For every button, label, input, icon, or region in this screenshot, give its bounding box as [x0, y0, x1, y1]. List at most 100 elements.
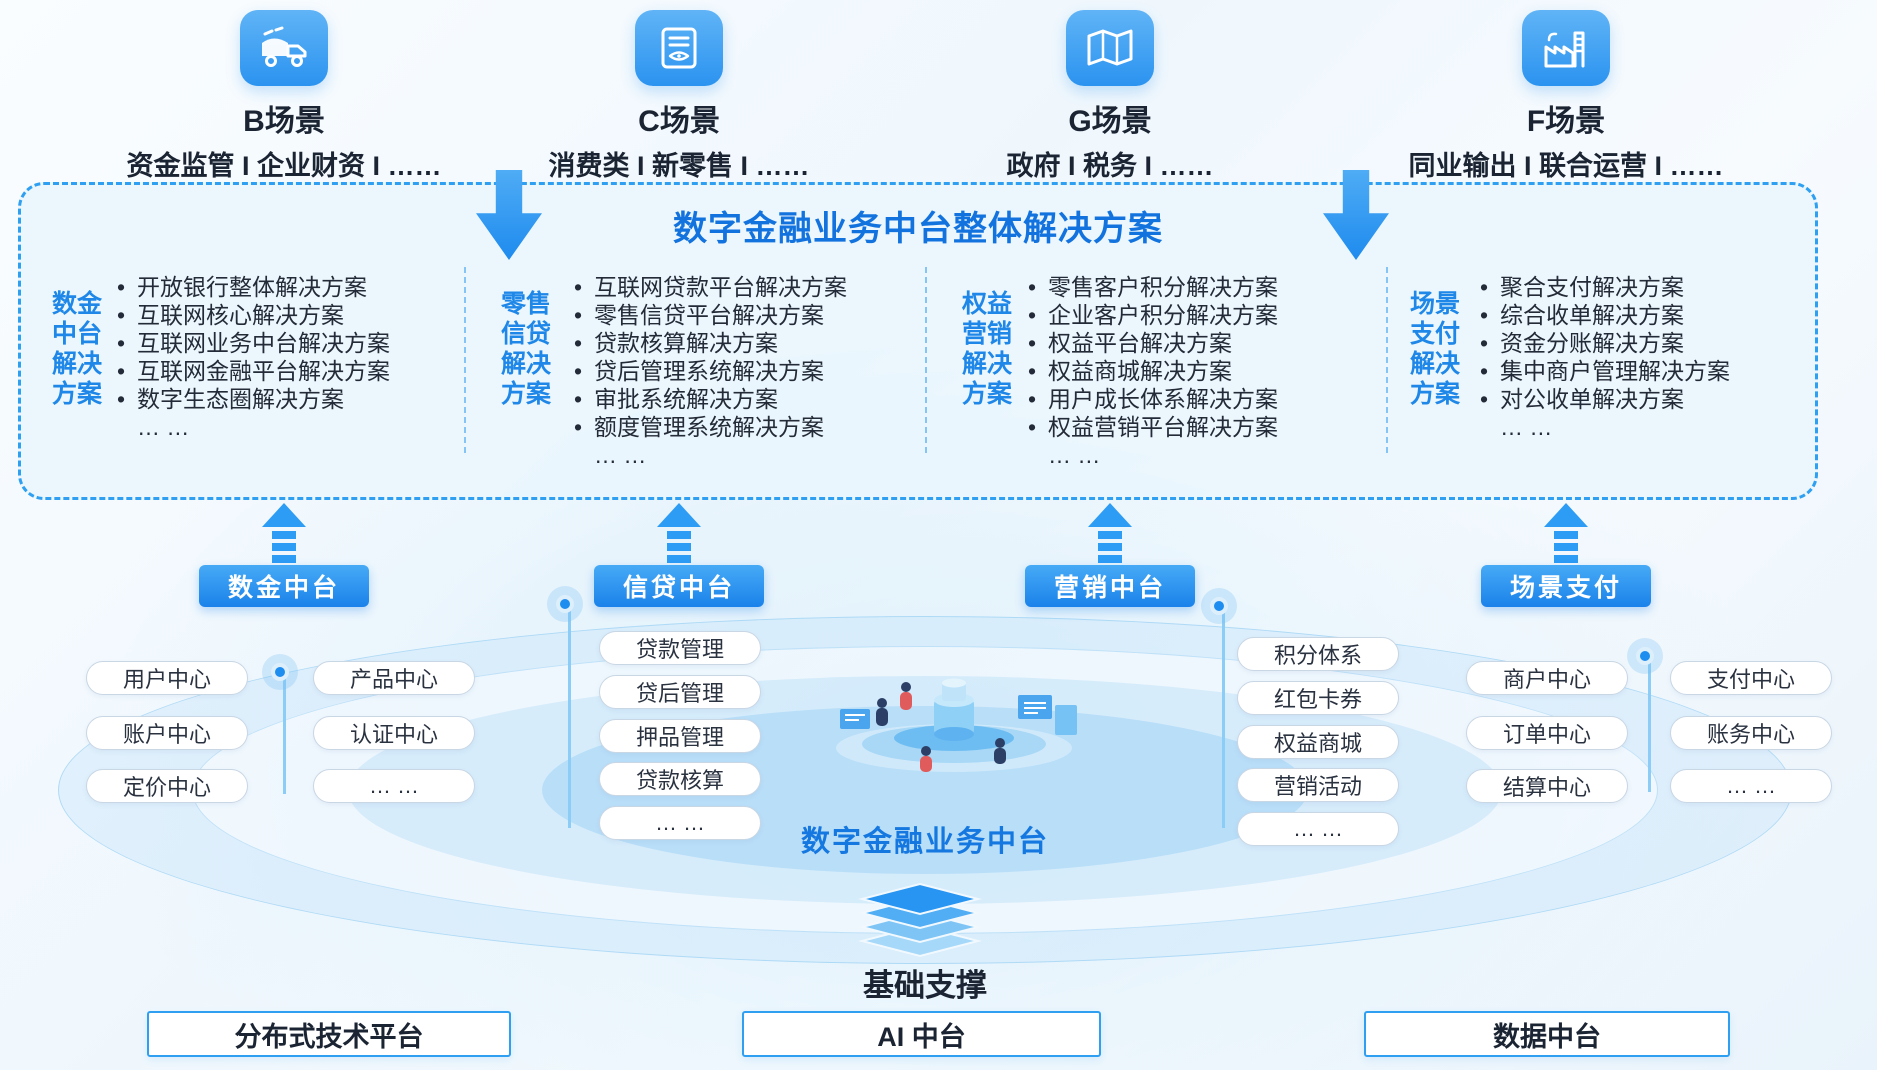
solution-column-label: 权益 营销 解决 方案: [959, 289, 1015, 409]
module-pill: … …: [599, 806, 761, 840]
solution-item: 额度管理系统解决方案: [572, 413, 847, 441]
scenario-f: F场景 同业输出 I 联合运营 I ……: [1326, 10, 1806, 183]
foundation-box-ai-platform: AI 中台: [742, 1011, 1101, 1057]
solution-column-label: 数金 中台 解决 方案: [49, 289, 105, 409]
scenario-subtitle: 同业输出 I 联合运营 I ……: [1408, 151, 1724, 181]
receipt-icon: [635, 10, 723, 86]
label-line: 中台: [51, 320, 102, 348]
solution-item: 集中商户管理解决方案: [1478, 357, 1730, 385]
label-line: 场景: [1409, 290, 1460, 318]
connector-line: [283, 676, 286, 794]
foundation-label: 基础支撑: [863, 968, 987, 1003]
label-line: 方案: [1409, 380, 1460, 408]
solution-item: 对公收单解决方案: [1478, 385, 1730, 413]
module-pill: 订单中心: [1466, 716, 1628, 750]
module-pill: 红包卡券: [1237, 681, 1399, 715]
solution-list: 零售客户积分解决方案 企业客户积分解决方案 权益平台解决方案 权益商城解决方案 …: [1026, 273, 1278, 469]
module-pill: 账户中心: [86, 716, 248, 750]
solution-panel: 数字金融业务中台整体解决方案 数金 中台 解决 方案 开放银行整体解决方案 互联…: [18, 182, 1818, 500]
scenario-title: C场景: [638, 105, 720, 138]
label-line: 解决: [51, 350, 102, 378]
solution-item: 综合收单解决方案: [1478, 301, 1730, 329]
tag-changjing-zhifu: 场景支付: [1481, 565, 1651, 607]
up-arrow: [262, 503, 306, 563]
solution-item: 互联网业务中台解决方案: [115, 329, 390, 357]
solution-panel-title: 数字金融业务中台整体解决方案: [673, 210, 1163, 248]
solution-item: 聚合支付解决方案: [1478, 273, 1730, 301]
solution-item: 贷后管理系统解决方案: [572, 357, 847, 385]
solution-item: 权益商城解决方案: [1026, 357, 1278, 385]
label-line: 信贷: [500, 320, 551, 348]
module-pill: 权益商城: [1237, 725, 1399, 759]
module-pill: 营销活动: [1237, 768, 1399, 802]
solution-item: 企业客户积分解决方案: [1026, 301, 1278, 329]
connector-dot: [1210, 597, 1228, 615]
tag-xindai-zhongtai: 信贷中台: [594, 565, 764, 607]
module-pill: 结算中心: [1466, 769, 1628, 803]
solution-item: 互联网核心解决方案: [115, 301, 390, 329]
scenario-title: G场景: [1068, 105, 1152, 138]
connector-dot: [556, 595, 574, 613]
label-line: 方案: [500, 380, 551, 408]
module-pill: 账务中心: [1670, 716, 1832, 750]
module-pill: 积分体系: [1237, 637, 1399, 671]
module-pill: 用户中心: [86, 661, 248, 695]
module-pill: 贷后管理: [599, 675, 761, 709]
module-pill: 支付中心: [1670, 661, 1832, 695]
solution-item-more: … …: [594, 442, 647, 468]
label-line: 解决: [961, 350, 1012, 378]
solution-item: 权益营销平台解决方案: [1026, 413, 1278, 441]
tag-yingxiao-zhongtai: 营销中台: [1025, 565, 1195, 607]
module-pill: … …: [1237, 812, 1399, 846]
solution-list: 开放银行整体解决方案 互联网核心解决方案 互联网业务中台解决方案 互联网金融平台…: [115, 273, 390, 441]
scenario-subtitle: 资金监管 I 企业财资 I ……: [126, 151, 442, 181]
solution-item: 零售客户积分解决方案: [1026, 273, 1278, 301]
foundation-box-distributed-platform: 分布式技术平台: [147, 1011, 511, 1057]
solution-list: 互联网贷款平台解决方案 零售信贷平台解决方案 贷款核算解决方案 贷后管理系统解决…: [572, 273, 847, 469]
module-pill: … …: [313, 769, 475, 803]
scenario-c: C场景 消费类 I 新零售 I ……: [439, 10, 919, 183]
label-line: 方案: [51, 380, 102, 408]
label-line: 权益: [961, 290, 1012, 318]
map-icon: [1066, 10, 1154, 86]
solution-column-label: 零售 信贷 解决 方案: [498, 289, 554, 409]
module-pill: … …: [1670, 769, 1832, 803]
scenario-title: B场景: [243, 105, 325, 138]
up-arrow: [1088, 503, 1132, 563]
connector-dot: [271, 663, 289, 681]
module-pill: 产品中心: [313, 661, 475, 695]
connector-dot: [1636, 647, 1654, 665]
label-line: 数金: [51, 290, 102, 318]
column-divider: [1386, 267, 1388, 453]
solution-item: 权益平台解决方案: [1026, 329, 1278, 357]
foundation-box-data-platform: 数据中台: [1364, 1011, 1730, 1057]
connector-line: [1648, 660, 1651, 792]
column-divider: [464, 267, 466, 453]
center-platform-label: 数字金融业务中台: [800, 826, 1049, 858]
connector-line: [568, 608, 571, 828]
truck-icon: [240, 10, 328, 86]
solution-list: 聚合支付解决方案 综合收单解决方案 资金分账解决方案 集中商户管理解决方案 对公…: [1478, 273, 1730, 441]
label-line: 支付: [1409, 320, 1460, 348]
scenario-g: G场景 政府 I 税务 I ……: [870, 10, 1350, 183]
solution-item: 审批系统解决方案: [572, 385, 847, 413]
solution-item-more: … …: [137, 414, 190, 440]
solution-item: 用户成长体系解决方案: [1026, 385, 1278, 413]
module-pill: 贷款核算: [599, 762, 761, 796]
column-divider: [925, 267, 927, 453]
label-line: 解决: [1409, 350, 1460, 378]
platform-illustration: [822, 645, 1087, 785]
scenario-subtitle: 消费类 I 新零售 I ……: [548, 151, 810, 181]
solution-item-more: … …: [1048, 442, 1101, 468]
label-line: 解决: [500, 350, 551, 378]
solution-column-label: 场景 支付 解决 方案: [1407, 289, 1463, 409]
solution-item: 零售信贷平台解决方案: [572, 301, 847, 329]
label-line: 方案: [961, 380, 1012, 408]
label-line: 营销: [961, 320, 1012, 348]
solution-item: 资金分账解决方案: [1478, 329, 1730, 357]
scenario-title: F场景: [1526, 105, 1606, 138]
scenario-subtitle: 政府 I 税务 I ……: [1006, 151, 1214, 181]
module-pill: 押品管理: [599, 719, 761, 753]
factory-icon: [1522, 10, 1610, 86]
